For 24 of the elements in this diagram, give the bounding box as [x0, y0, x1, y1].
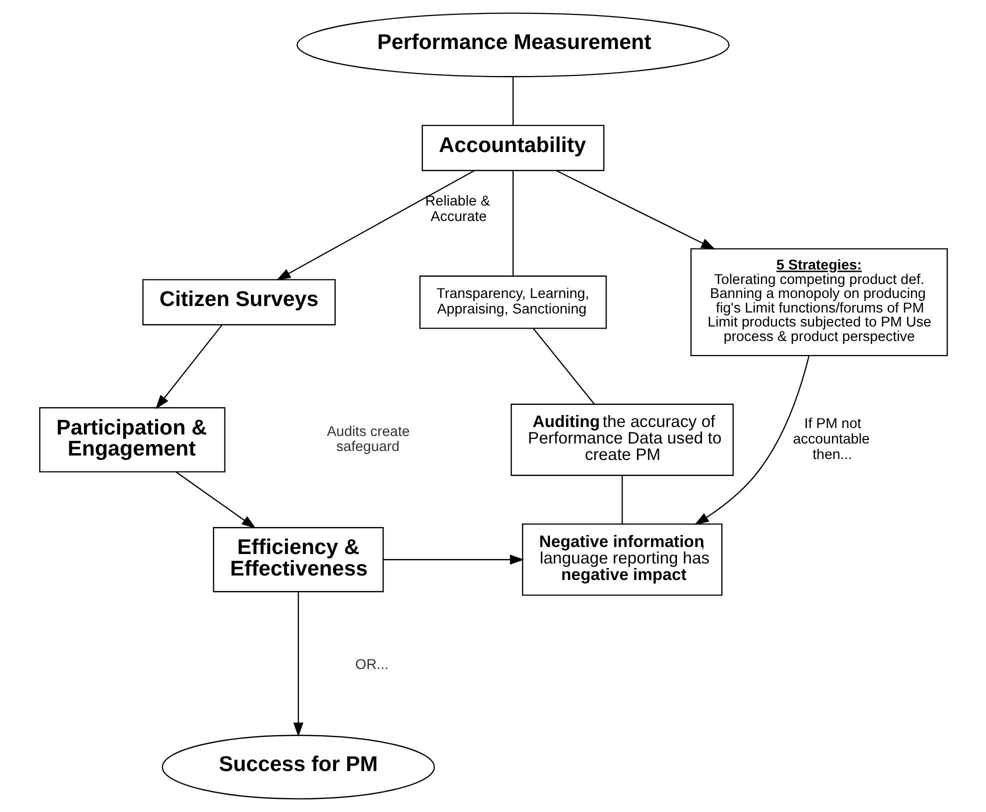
connector [621, 476, 622, 524]
node-box: Citizen Surveys [142, 279, 336, 326]
arrow [155, 324, 222, 410]
node-ellipse: Success for PM [161, 734, 434, 800]
connector [512, 76, 514, 126]
connector [532, 328, 594, 404]
node-box: Efficiency & Effectiveness [212, 527, 384, 592]
arrow [276, 170, 474, 280]
arrow [556, 170, 715, 250]
connector [512, 170, 514, 276]
edge-label: If PM not accountable then... [792, 416, 870, 463]
arrow [382, 554, 524, 565]
node-box: 5 Strategies: Tolerating competing product def. Banning a monopoly on producing fig's Limit functions/forums of PM Limit products subjected to PM Use process & product perspective [690, 248, 948, 356]
node-box: Transparency, Learning, Appraising, Sanctioning [418, 276, 606, 329]
label: OR... [354, 656, 388, 673]
arrow [694, 356, 810, 525]
node-box: Accountability [421, 124, 604, 172]
label: Audits create safeguard [326, 424, 410, 456]
node-ellipse: Performance Measurement [296, 12, 730, 78]
arrow [292, 592, 303, 737]
node-box: Participation & Engagement [38, 407, 225, 472]
edge-label: Reliable & Accurate [424, 194, 490, 226]
arrow [175, 471, 256, 528]
node-box: Auditing the accuracy of Performance Data used to create PM [510, 404, 734, 476]
